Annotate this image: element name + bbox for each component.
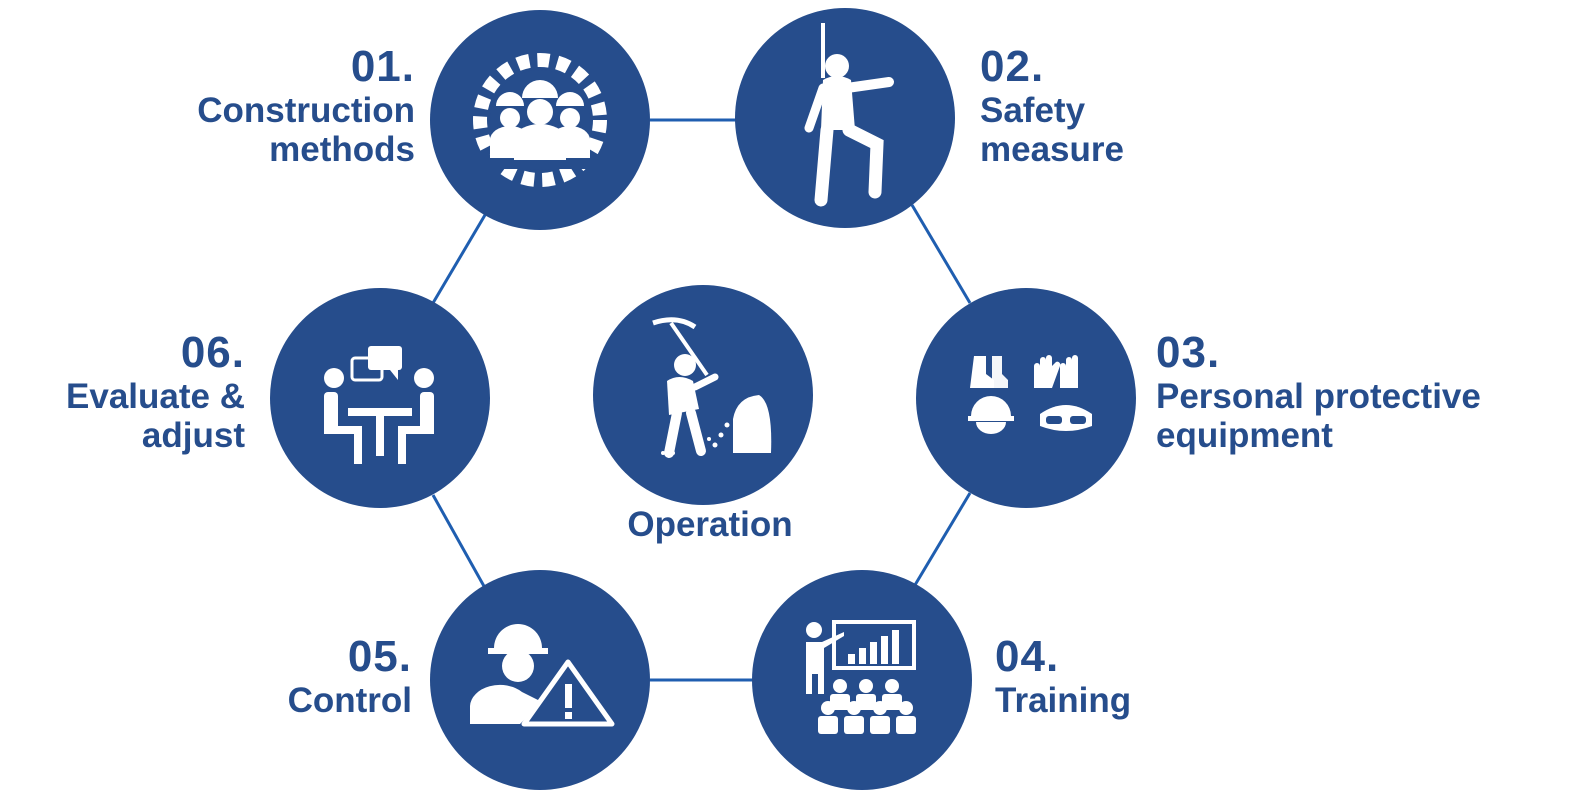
node-circle-04 <box>752 570 972 790</box>
step-title-02-line1: Safety <box>980 91 1086 131</box>
step-title-06-line2: adjust <box>141 416 245 456</box>
step-label-03: 03. Personal protective equipment <box>1156 328 1481 456</box>
connector-05-06 <box>431 494 487 589</box>
step-number-04: 04. <box>995 632 1060 681</box>
node-circle-05 <box>430 570 650 790</box>
step-title-05-line1: Control <box>287 681 412 721</box>
workers-gear-icon <box>473 53 607 187</box>
step-number-05: 05. <box>347 632 412 681</box>
step-label-06: 06. Evaluate & adjust <box>66 328 245 456</box>
step-label-04: 04. Training <box>995 632 1131 720</box>
step-number-01: 01. <box>350 42 415 91</box>
step-title-01-line1: Construction <box>197 91 415 131</box>
training-presentation-icon <box>806 620 916 734</box>
connector-02-03 <box>910 204 972 304</box>
worker-warning-icon <box>470 624 615 727</box>
miner-icon <box>652 317 772 458</box>
connector-06-01 <box>431 214 487 304</box>
step-title-01-line2: methods <box>269 130 415 170</box>
connector-lines <box>431 118 972 682</box>
step-number-06: 06. <box>180 328 245 377</box>
node-circle-06 <box>270 288 490 508</box>
center-label: Operation <box>627 505 793 544</box>
step-title-03-line2: equipment <box>1156 416 1333 456</box>
step-title-04-line1: Training <box>995 681 1132 721</box>
step-title-02-line2: measure <box>980 130 1124 170</box>
meeting-icon <box>324 346 434 464</box>
safety-harness-icon <box>804 23 894 207</box>
step-number-03: 03. <box>1156 328 1221 377</box>
step-title-03-line1: Personal protective <box>1156 377 1481 417</box>
step-label-05: 05. Control <box>288 632 412 720</box>
node-circle-03 <box>916 288 1136 508</box>
connector-03-04 <box>910 492 972 591</box>
step-number-02: 02. <box>980 42 1045 91</box>
step-title-06-line1: Evaluate & <box>66 377 245 417</box>
ppe-icon <box>968 355 1092 434</box>
step-label-02: 02. Safety measure <box>980 42 1124 170</box>
step-label-01: 01. Construction methods <box>197 42 415 170</box>
node-circle-center <box>593 285 813 505</box>
